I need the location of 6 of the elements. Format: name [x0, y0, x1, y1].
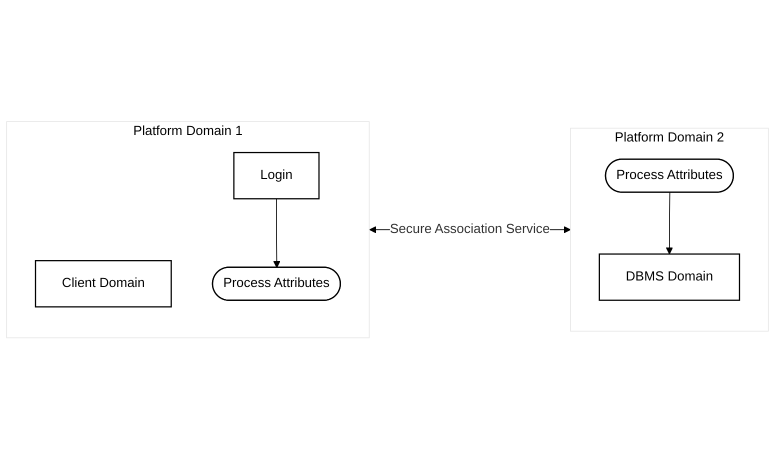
node-box: Login: [233, 152, 320, 200]
node-box: DBMS Domain: [598, 254, 740, 302]
arrow: [273, 198, 280, 268]
edge-label: Secure Association Service: [390, 222, 550, 237]
node-box: Client Domain: [34, 260, 172, 308]
arrow: [666, 192, 674, 255]
